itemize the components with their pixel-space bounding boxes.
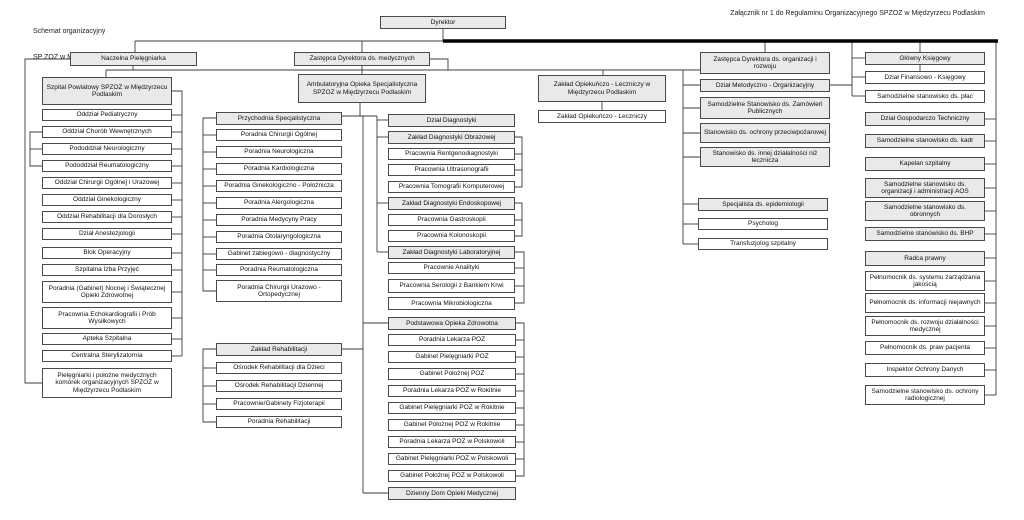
- node-pelnomocnik-praw-pacjenta: Pełnomocnik ds. praw pacjenta: [865, 341, 985, 355]
- node-pelnomocnik-rozwoju: Pełnomocnik ds. rozwoju działalności med…: [865, 316, 985, 336]
- node-gabinet-poloznej-poz: Gabinet Położnej POZ: [388, 368, 516, 380]
- node-gabinet-poloznej-poz-rokitno: Gabinet Położnej POZ w Rokitnie: [388, 419, 516, 431]
- node-pelnomocnik-jakosci: Pełnomocnik ds. systemu zarządzania jako…: [865, 271, 985, 291]
- node-stanowisko-kadr: Samodzielne stanowisko ds. kadr: [865, 134, 985, 148]
- node-podstawowa-opieka: Podstawowa Opieka Zdrowotna: [388, 317, 516, 330]
- node-pracownia-ultrasonografii: Pracownia Ultrasonografii: [388, 164, 515, 176]
- document-title-line1: Schemat organizacyjny: [33, 27, 106, 35]
- node-pododdzial-neurologiczny: Pododdział Neurologiczny: [42, 143, 172, 155]
- node-poradnia-lekarza-poz-polskowola: Poradnia Lekarza POZ w Polskowoli: [388, 436, 516, 448]
- node-radca-prawny: Radca prawny: [865, 251, 985, 266]
- node-dzienny-dom-opieki: Dzienny Dom Opieki Medycznej: [388, 487, 516, 500]
- node-naczelna-pielegniarka: Naczelna Pielęgniarka: [70, 52, 197, 66]
- node-zastepca-medyczny: Zastępca Dyrektora ds. medycznych: [294, 52, 430, 66]
- node-pracownia-kolonoskopii: Pracownia Kolonoskopii: [388, 230, 515, 242]
- node-pracownia-rentgenodiagnostyki: Pracownia Rentgenodiagnostyki: [388, 148, 515, 160]
- node-osrodek-rehabilitacji-dzieci: Ośrodek Rehabilitacji dla Dzieci: [216, 362, 342, 374]
- node-oddzial-pediatryczny: Oddział Pediatryczny: [42, 109, 172, 121]
- node-gabinet-pielegniarki-poz-rokitno: Gabinet Pielęgniarki POZ w Rokitnie: [388, 402, 516, 414]
- node-poradnia-kardiologiczna: Poradnia Kardiologiczna: [216, 163, 342, 175]
- node-pododdzial-reumatologiczny: Pododdział Reumatologiczny: [42, 160, 172, 172]
- node-blok-operacyjny: Blok Operacyjny: [42, 247, 172, 259]
- node-dyrektor: Dyrektor: [380, 16, 506, 29]
- node-zastepca-organizacji: Zastępca Dyrektora ds. organizacji i roz…: [700, 52, 830, 74]
- node-oddzial-chirurgii: Oddział Chirurgii Ogólnej i Urazowej: [42, 177, 172, 189]
- connector-line: [515, 202, 523, 237]
- node-osrodek-rehabilitacji-dziennej: Ośrodek Rehabilitacji Dziennej: [216, 380, 342, 392]
- node-poradnia-lekarza-poz: Poradnia Lekarza POZ: [388, 334, 516, 346]
- node-stanowisko-zamowien: Samodzielne Stanowisko ds. Zamówień Publ…: [700, 97, 830, 119]
- connector-line: [430, 58, 449, 70]
- node-szpitalna-izba-przyjec: Szpitalna Izba Przyjęć: [42, 264, 172, 276]
- node-pracownia-gastroskopii: Pracownia Gastroskopii: [388, 214, 515, 226]
- node-centralna-sterylizatornia: Centralna Sterylizatornia: [42, 350, 172, 362]
- connector-line: [515, 136, 523, 188]
- node-poradnia-otolaryngologiczna: Poradnia Otolaryngologiczna: [216, 231, 342, 243]
- node-kapelan-szpitalny: Kapelan szpitalny: [865, 157, 985, 171]
- node-dzial-finansowo-ksiegowy: Dział Finansowo - Księgowy: [865, 71, 985, 84]
- node-stanowisko-ochrony-radiologicznej: Samodzielne stanowisko ds. ochrony radio…: [865, 385, 985, 405]
- node-poradnia-ginekologiczno-poloznicza: Poradnia Ginekologiczno - Położnicza: [216, 180, 342, 192]
- node-psycholog: Psycholog: [698, 218, 828, 230]
- node-zol: Zakład Opiekuńczo - Leczniczy: [538, 110, 666, 123]
- node-poradnia-chirurgii-ogolnej: Poradnia Chirurgii Ogólnej: [216, 129, 342, 141]
- node-gabinet-poloznej-poz-polskowola: Gabinet Położnej POZ w Polskowoli: [388, 470, 516, 482]
- node-dzial-gospodarczo-techniczny: Dział Gospodarczo Techniczny: [865, 112, 985, 126]
- node-gabinet-pielegniarki-poz: Gabinet Pielęgniarki POZ: [388, 351, 516, 363]
- node-stanowisko-ppoz: Stanowisko ds. ochrony przeciwpożarowej: [700, 123, 830, 143]
- node-pracownia-tomografii: Pracownia Tomografii Komputerowej: [388, 181, 515, 193]
- node-poradnia-rehabilitacji: Poradnia Rehabilitacji: [216, 416, 342, 428]
- connector-line: [202, 348, 216, 423]
- node-transfuzjolog: Transfuzjolog szpitalny: [698, 238, 828, 250]
- node-oddzial-ginekologiczny: Oddział Ginekologiczny: [42, 194, 172, 206]
- node-inspektor-ochrony-danych: Inspektor Ochrony Danych: [865, 363, 985, 377]
- node-zaklad-diagnostyki-endoskopowej: Zakład Diagnostyki Endoskopowej: [388, 197, 515, 210]
- connector-line: [172, 90, 183, 356]
- node-pracownie-analityki: Pracownie Analityki: [388, 262, 515, 274]
- node-pracownia-serologii: Pracownia Serologii z Bankiem Krwi: [388, 279, 515, 293]
- node-gabinet-pielegniarki-poz-polskowola: Gabinet Pielęgniarki POZ w Polskowoli: [388, 453, 516, 465]
- node-apteka-szpitalna: Apteka Szpitalna: [42, 333, 172, 345]
- node-gabinet-zabiegowo-diagnostyczny: Gabinet zabiegowo - diagnostyczny: [216, 248, 342, 260]
- node-zaklad-diagnostyki-laboratoryjnej: Zakład Diagnostyki Laboratoryjnej: [388, 246, 515, 259]
- node-dzial-metodyczno-organizacyjny: Dział Metodyczno - Organizacyjny: [700, 79, 830, 92]
- node-poradnia-neurologiczna: Poradnia Neurologiczna: [216, 146, 342, 158]
- node-pracownia-mikrobiologiczna: Pracownia Mikrobiologiczna: [388, 297, 515, 310]
- node-zol-miedzyrzec: Zakład Opiekuńczo - Leczniczy w Międzyrz…: [538, 75, 666, 102]
- node-poradnia-medycyny-pracy: Poradnia Medycyny Pracy: [216, 214, 342, 226]
- connector-line: [516, 322, 525, 477]
- node-stanowisko-obronne: Samodzielne stanowisko ds. obronnych: [865, 201, 985, 221]
- node-poradnia-lekarza-poz-rokitno: Poradnia Lekarza POZ w Rokitnie: [388, 385, 516, 397]
- node-przychodnia-specjalistyczna: Przychodnia Specjalistyczna: [216, 112, 342, 125]
- node-szpital-powiatowy: Szpital Powiatowy SPZOZ w Międzyrzecu Po…: [42, 77, 172, 105]
- node-specjalista-epidemiologii: Specjalista ds. epidemiologii: [698, 198, 828, 211]
- node-poradnia-chirurgii-urazowo: Poradnia Chirurgii Urazowo -Ortopedyczne…: [216, 280, 342, 302]
- node-oddzial-chorob-wewnetrznych: Oddział Chorób Wewnętrznych: [42, 126, 172, 138]
- node-poradnia-nocnej-opieki: Poradnia (Gabinet) Nocnej i Świątecznej …: [42, 281, 172, 303]
- node-glowny-ksiegowy: Główny Księgowy: [865, 52, 985, 65]
- node-stanowisko-bhp: Samodzielne stanowisko ds. BHP: [865, 227, 985, 241]
- node-stanowisko-plac: Samodzielne stanowisko ds. płac: [865, 90, 985, 103]
- node-poradnia-reumatologiczna: Poradnia Reumatologiczna: [216, 264, 342, 276]
- node-poradnia-alergologiczna: Poradnia Alergologiczna: [216, 197, 342, 209]
- node-pelnomocnik-informacji-niejawnych: Pełnomocnik ds. informacji niejawnych: [865, 293, 985, 313]
- document-title: Schemat organizacyjny SP ZOZ w Międzyrze…: [33, 10, 143, 80]
- node-pielegniarki-polozne: Pielęgniarki i położne medycznych komóre…: [42, 368, 172, 398]
- node-pracownia-echokardiografii: Pracownia Echokardiografii i Prób Wysiłk…: [42, 307, 172, 329]
- node-stanowisko-aos: Samodzielne stanowisko ds. organizacji i…: [865, 178, 985, 198]
- node-zaklad-rehabilitacji: Zakład Rehabilitacji: [216, 343, 342, 356]
- attachment-note: Załącznik nr 1 do Regulaminu Organizacyj…: [730, 10, 985, 17]
- connector-line: [515, 251, 525, 304]
- node-pracownie-fizjoterapii: Pracownie/Gabinety Fizjoterapii: [216, 398, 342, 410]
- node-ambulatoryjna-opieka: Ambulatoryjna Opieka Specjalistyczna SPZ…: [298, 74, 426, 103]
- node-zaklad-diagnostyki-obrazowej: Zakład Diagnostyki Obrazowej: [388, 131, 515, 144]
- connector-line: [24, 58, 70, 384]
- node-stanowisko-inna-dzialalnosc: Stanowisko ds. innej działalności niż le…: [700, 147, 830, 167]
- node-dzial-anestezjologii: Dział Anestezjologii: [42, 228, 172, 240]
- node-dzial-diagnostyki: Dział Diagnostyki: [388, 114, 515, 127]
- node-oddzial-rehabilitacji: Oddział Rehabilitacji dla Dorosłych: [42, 211, 172, 223]
- connector-line: [202, 117, 216, 292]
